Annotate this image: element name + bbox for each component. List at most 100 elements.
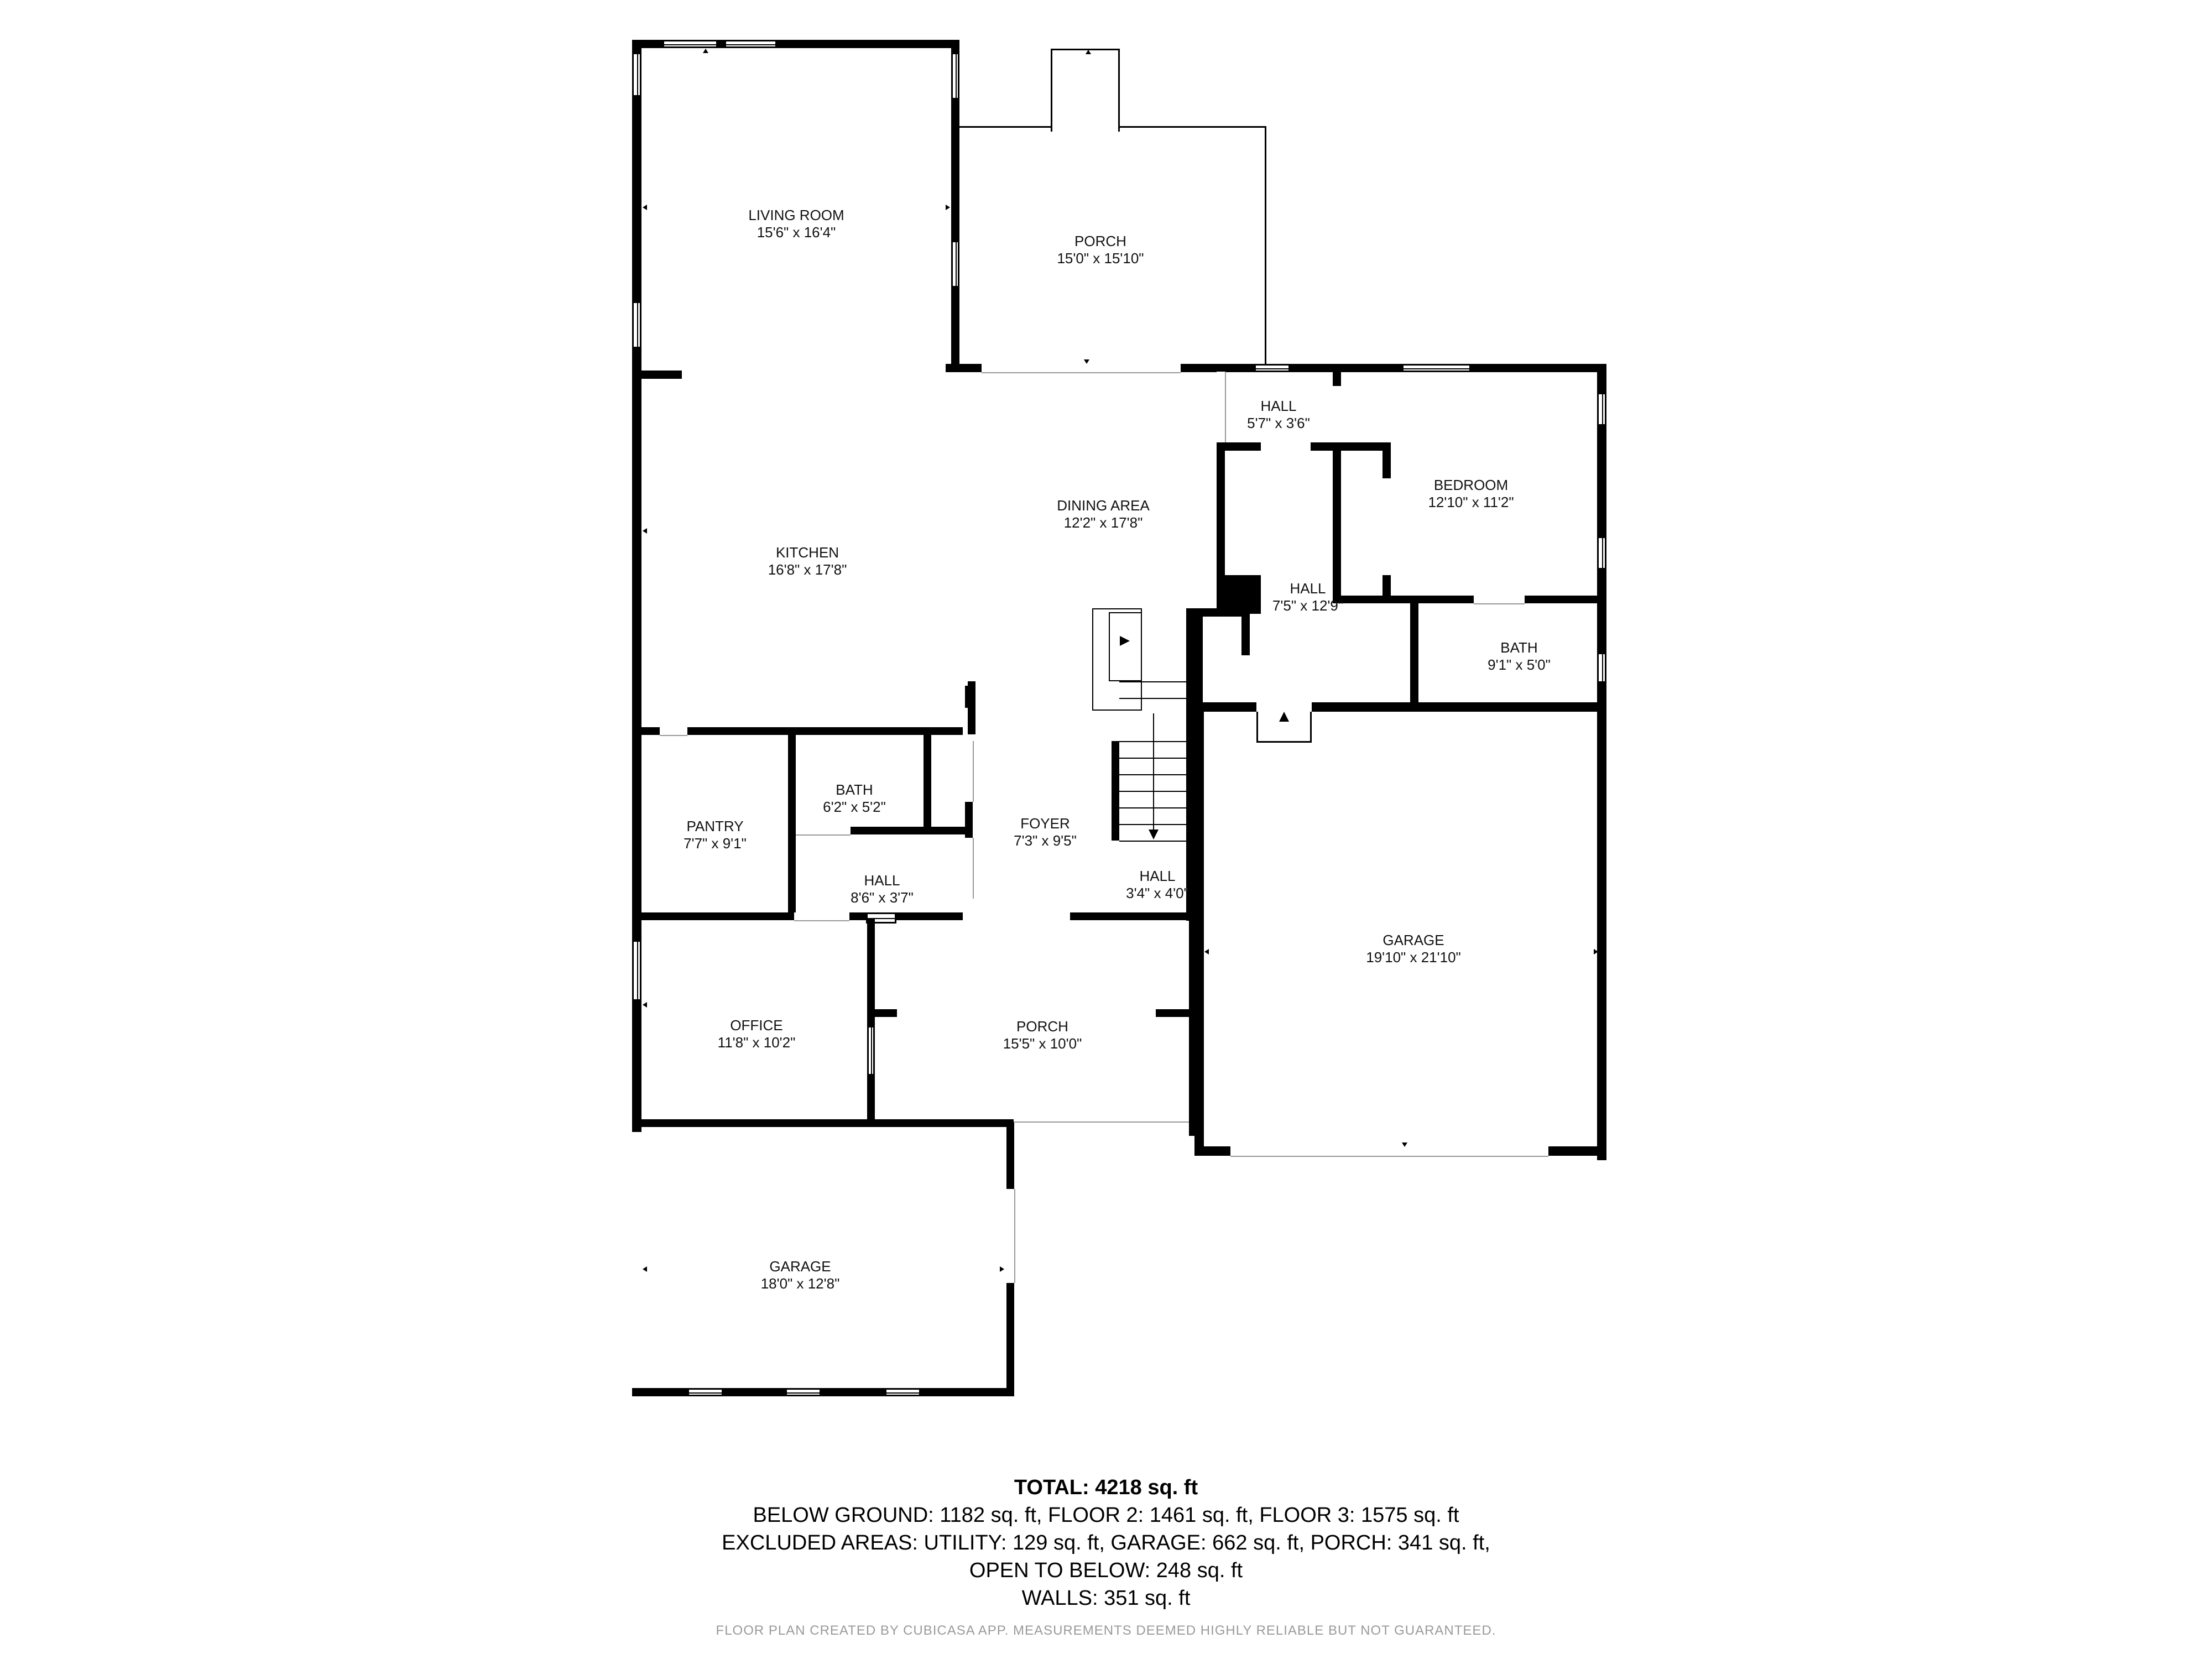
office-garage-wall	[632, 1119, 1014, 1127]
stair-tread	[1119, 824, 1186, 825]
living-room-window-top-2	[724, 40, 777, 48]
dimension-tick-icon	[1204, 949, 1209, 954]
foyer-bottom-wall-right	[1070, 912, 1194, 920]
stair-down-arrow-icon	[1149, 830, 1159, 839]
kitchen-bottom-wall-right	[687, 727, 963, 735]
dimension-tick-icon	[643, 1266, 647, 1272]
living-room-window-left-2	[632, 301, 641, 348]
room-label-living-room: LIVING ROOM 15'6" x 16'4"	[748, 207, 844, 241]
utility-left-wall	[1194, 608, 1203, 708]
room-name: PORCH	[1016, 1018, 1068, 1035]
foyer-left-wall-top	[965, 686, 973, 708]
dimension-tick-icon	[643, 1002, 647, 1008]
room-name: BATH	[1500, 639, 1538, 656]
room-name: PANTRY	[686, 817, 744, 834]
room-label-hall-stair: HALL 3'4" x 4'0"	[1126, 868, 1189, 902]
room-name: HALL	[1260, 397, 1297, 414]
hall-upper-bottom-wall-left	[1217, 442, 1261, 451]
foyer-left-wall-mid	[965, 802, 973, 838]
room-name: LIVING ROOM	[748, 206, 844, 223]
area-summary: TOTAL: 4218 sq. ft BELOW GROUND: 1182 sq…	[0, 1474, 2212, 1612]
room-label-hall-upper: HALL 5'7" x 3'6"	[1247, 398, 1310, 432]
garage-small-window-3	[885, 1388, 921, 1396]
utility-right-wall	[1241, 608, 1250, 655]
hall-upper-right-wall	[1333, 364, 1341, 386]
living-kitchen-wall-stub	[632, 371, 682, 379]
living-room-window-left-1	[632, 53, 641, 97]
room-name: BEDROOM	[1433, 476, 1509, 493]
garage-large-left-wall	[1194, 702, 1204, 1156]
living-room-right-wall	[951, 40, 959, 372]
right-wing-outer-wall	[1597, 364, 1606, 1160]
garage-small-side-opening	[1006, 1189, 1015, 1283]
garage-large-bottom-wall-right	[1548, 1146, 1606, 1156]
column-block	[1217, 575, 1261, 614]
hall-upper-window	[1254, 364, 1290, 372]
stair-left-wall	[1112, 741, 1119, 841]
room-label-garage-small: GARAGE 18'0" x 12'8"	[761, 1258, 840, 1292]
open-to-below: OPEN TO BELOW: 248 sq. ft	[969, 1559, 1243, 1582]
bath-right-window	[1597, 653, 1606, 683]
right-wing-bottom-wall-left	[1194, 702, 1256, 712]
pantry-door-opening	[660, 727, 687, 736]
bedroom-bottom-wall-left	[1333, 596, 1474, 603]
hall-lower-bottom-wall	[849, 912, 866, 920]
dimension-tick-icon	[1402, 1142, 1407, 1147]
room-name: DINING AREA	[1057, 497, 1150, 514]
bedroom-window-right-1	[1597, 393, 1606, 426]
room-label-hall-lower: HALL 8'6" x 3'7"	[851, 872, 914, 906]
dimension-tick-icon	[1000, 1266, 1004, 1272]
foyer-bottom-wall-left	[896, 912, 963, 920]
bath-small-right-wall	[924, 730, 931, 832]
dimension-tick-icon	[1086, 50, 1091, 54]
room-dimensions: 7'3" x 9'5"	[1014, 832, 1077, 849]
room-dimensions: 11'8" x 10'2"	[717, 1034, 796, 1051]
dining-porch-opening	[982, 364, 1181, 373]
room-label-garage-large: GARAGE 19'10" x 21'10"	[1366, 932, 1461, 966]
bedroom-window-right-2	[1597, 536, 1606, 570]
room-name: GARAGE	[769, 1258, 831, 1275]
room-label-porch-back: PORCH 15'0" x 15'10"	[1057, 233, 1144, 267]
porch-front-stub-right	[1156, 1009, 1189, 1017]
room-name: PORCH	[1074, 232, 1126, 249]
stair-direction-line	[1153, 713, 1154, 835]
room-label-porch-front: PORCH 15'5" x 10'0"	[1003, 1018, 1082, 1052]
room-name: HALL	[864, 872, 900, 889]
room-label-bath-right: BATH 9'1" x 5'0"	[1488, 639, 1551, 674]
room-dimensions: 12'10" x 11'2"	[1428, 494, 1514, 510]
bedroom-bottom-wall-right	[1525, 596, 1602, 603]
garage-large-bottom-wall-left	[1194, 1146, 1230, 1156]
room-dimensions: 3'4" x 4'0"	[1126, 885, 1189, 901]
pantry-office-wall	[632, 912, 794, 920]
garage-large-door-opening	[1230, 1146, 1548, 1157]
bath-small-bottom-wall	[851, 827, 972, 834]
floor-areas: BELOW GROUND: 1182 sq. ft, FLOOR 2: 1461…	[753, 1504, 1459, 1527]
total-area: TOTAL: 4218 sq. ft	[1014, 1476, 1198, 1499]
stair-right-wall	[1186, 608, 1194, 921]
stair-tread	[1119, 741, 1186, 742]
bath-small-door-opening	[796, 827, 851, 836]
porch-back-outline	[959, 126, 1266, 369]
dimension-tick-icon	[703, 49, 708, 53]
room-name: HALL	[1290, 580, 1326, 597]
stair-landing-inner	[1109, 612, 1142, 681]
garage-small-right-wall-top	[1006, 1123, 1014, 1189]
room-name: OFFICE	[730, 1016, 783, 1034]
dining-top-wall-left	[946, 364, 982, 372]
pantry-right-wall	[788, 730, 796, 915]
room-dimensions: 7'5" x 12'9"	[1272, 597, 1344, 614]
porch-back-bump	[1051, 49, 1120, 132]
dimension-tick-icon	[643, 205, 647, 210]
dimension-tick-icon	[1084, 359, 1089, 364]
room-label-foyer: FOYER 7'3" x 9'5"	[1014, 815, 1077, 849]
room-dimensions: 19'10" x 21'10"	[1366, 949, 1461, 966]
room-dimensions: 7'7" x 9'1"	[684, 835, 747, 852]
room-dimensions: 16'8" x 17'8"	[768, 561, 847, 578]
garage-small-right-wall-bottom	[1006, 1283, 1014, 1396]
room-name: HALL	[1139, 867, 1176, 884]
office-porch-window	[867, 1026, 875, 1076]
room-label-dining-area: DINING AREA 12'2" x 17'8"	[1057, 497, 1150, 531]
room-name: BATH	[836, 781, 873, 798]
dining-right-wall	[1217, 442, 1225, 611]
room-label-pantry: PANTRY 7'7" x 9'1"	[684, 818, 747, 852]
